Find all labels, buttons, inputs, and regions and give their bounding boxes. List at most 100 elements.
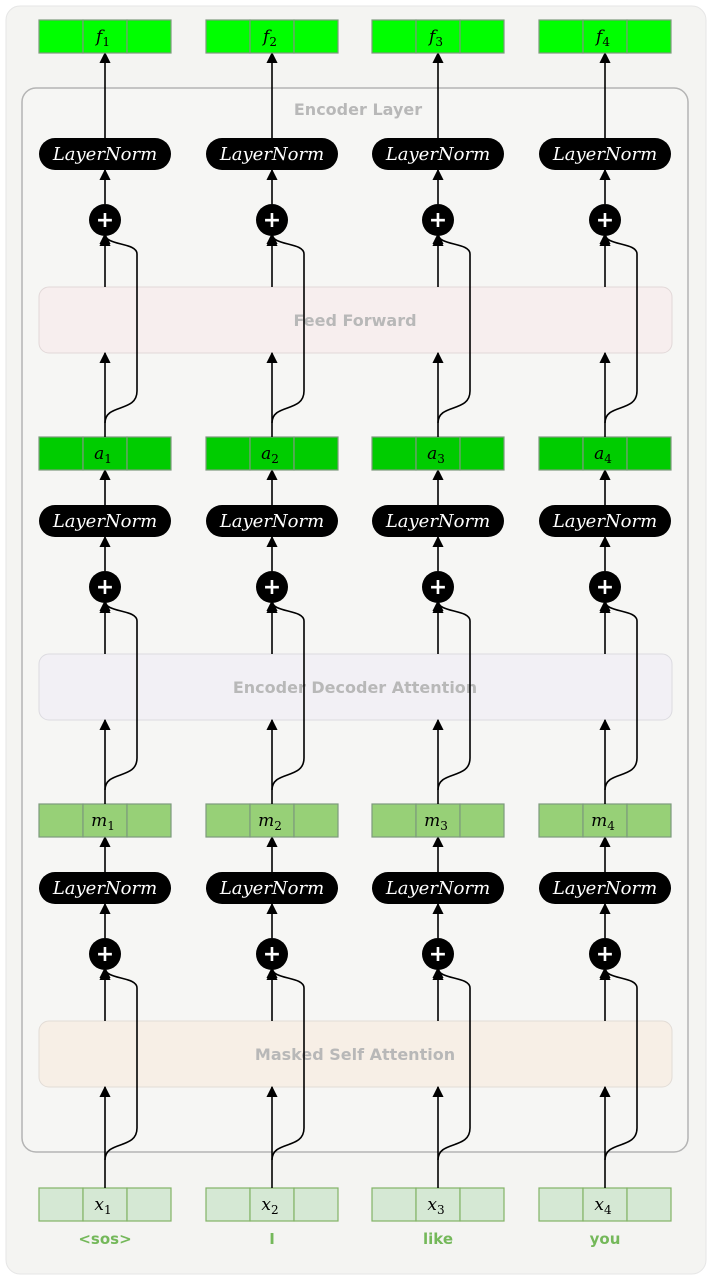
input-vector-1: x1 <box>38 1187 172 1222</box>
input-vector-1-cell <box>82 1187 128 1222</box>
msa-residual-2 <box>266 966 305 1161</box>
ff-add-2-circle <box>256 204 288 236</box>
input-vector-2-subscript: 2 <box>271 1203 279 1217</box>
ff-layernorm-4-pill <box>539 138 671 170</box>
m-vector-2: m2 <box>205 803 339 838</box>
m-vector-2-cell <box>205 803 251 838</box>
input-vector-4-cell <box>538 1187 584 1222</box>
input-vector-2-cell <box>249 1187 295 1222</box>
ff-add-3-symbol: + <box>429 208 447 233</box>
a-vector-2: a2 <box>205 436 339 471</box>
eda-add-1-circle <box>89 571 121 603</box>
input-vector-2-cell <box>293 1187 339 1222</box>
token-label-1: <sos> <box>78 1230 131 1248</box>
msa-layernorm-4-pill <box>539 872 671 904</box>
m-vector-2-subscript: 2 <box>274 819 282 833</box>
input-vector-4-subscript: 4 <box>604 1203 612 1217</box>
eda-layernorm-2: LayerNorm <box>206 505 338 537</box>
token-label-4: you <box>590 1230 621 1248</box>
f-vector-1-cell <box>38 19 84 54</box>
msa-add-2: + <box>256 938 288 970</box>
a-vector-2-subscript: 2 <box>271 452 279 466</box>
input-vector-3-cell <box>459 1187 505 1222</box>
a-vector-2-cell <box>205 436 251 471</box>
f-vector-3-cell <box>459 19 505 54</box>
masked-self-attention-label: Masked Self Attention <box>255 1045 455 1064</box>
m-vector-3-cell <box>459 803 505 838</box>
msa-add-1-circle <box>89 938 121 970</box>
f-vector-3: f3 <box>371 19 505 54</box>
msa-layernorm-2: LayerNorm <box>206 872 338 904</box>
ff-add-1-circle <box>89 204 121 236</box>
input-vector-3: x3 <box>371 1187 505 1222</box>
eda-layernorm-2-pill <box>206 505 338 537</box>
ff-add-4-circle <box>589 204 621 236</box>
msa-add-2-circle <box>256 938 288 970</box>
input-vector-4-cell <box>626 1187 672 1222</box>
f-vector-4-cell <box>582 19 628 54</box>
f-vector-2: f2 <box>205 19 339 54</box>
feed-forward-block: Feed Forward <box>38 286 673 354</box>
msa-add-4-circle <box>589 938 621 970</box>
ff-add-3: + <box>422 204 454 236</box>
token-label-2: I <box>269 1230 275 1248</box>
msa-add-1: + <box>89 938 121 970</box>
m-vector-4-cell <box>538 803 584 838</box>
eda-add-1-symbol: + <box>96 575 114 600</box>
a-vector-4-cell <box>626 436 672 471</box>
f-vector-3-subscript: 3 <box>435 35 443 49</box>
a-vector-1-cell <box>126 436 172 471</box>
feed-forward-label: Feed Forward <box>293 311 416 330</box>
ff-layernorm-2-label: LayerNorm <box>219 144 324 165</box>
ff-layernorm-2: LayerNorm <box>206 138 338 170</box>
ff-add-4: + <box>589 204 621 236</box>
a-vector-3: a3 <box>371 436 505 471</box>
input-vector-1-subscript: 1 <box>104 1203 112 1217</box>
msa-layernorm-4-label: LayerNorm <box>552 878 657 899</box>
a-vector-2-cell <box>293 436 339 471</box>
eda-layernorm-1-label: LayerNorm <box>52 511 157 532</box>
m-vector-4-cell <box>582 803 628 838</box>
a-vector-4-subscript: 4 <box>604 452 612 466</box>
m-vector-4: m4 <box>538 803 672 838</box>
msa-add-1-symbol: + <box>96 942 114 967</box>
f-vector-2-cell <box>293 19 339 54</box>
f-vector-2-cell <box>205 19 251 54</box>
eda-layernorm-3-pill <box>372 505 504 537</box>
ff-layernorm-3: LayerNorm <box>372 138 504 170</box>
input-vector-4-cell <box>582 1187 628 1222</box>
f-vector-3-cell <box>415 19 461 54</box>
input-vector-1-cell <box>126 1187 172 1222</box>
m-vector-3: m3 <box>371 803 505 838</box>
ff-residual-2 <box>266 232 305 424</box>
msa-layernorm-1-pill <box>39 872 171 904</box>
eda-layernorm-1-pill <box>39 505 171 537</box>
ff-add-3-circle <box>422 204 454 236</box>
ff-add-1: + <box>89 204 121 236</box>
encoder-layer-title: Encoder Layer <box>294 100 422 119</box>
msa-add-3: + <box>422 938 454 970</box>
ff-add-1-symbol: + <box>96 208 114 233</box>
f-vector-2-cell <box>249 19 295 54</box>
eda-add-1: + <box>89 571 121 603</box>
ff-add-4-symbol: + <box>596 208 614 233</box>
a-vector-1-subscript: 1 <box>104 452 112 466</box>
m-vector-3-subscript: 3 <box>440 819 448 833</box>
ff-layernorm-3-label: LayerNorm <box>385 144 490 165</box>
encoder-decoder-attention-label: Encoder Decoder Attention <box>233 678 477 697</box>
m-vector-1-subscript: 1 <box>107 819 115 833</box>
eda-add-3: + <box>422 571 454 603</box>
eda-residual-1 <box>99 599 138 791</box>
input-vector-2: x2 <box>205 1187 339 1222</box>
msa-layernorm-3-pill <box>372 872 504 904</box>
ff-residual-3 <box>432 232 471 424</box>
token-label-3: like <box>423 1230 453 1248</box>
a-vector-4-cell <box>538 436 584 471</box>
a-vector-4: a4 <box>538 436 672 471</box>
f-vector-2-subscript: 2 <box>269 35 277 49</box>
a-vector-3-cell <box>459 436 505 471</box>
m-vector-1-cell <box>38 803 84 838</box>
a-vector-3-cell <box>371 436 417 471</box>
msa-add-3-circle <box>422 938 454 970</box>
